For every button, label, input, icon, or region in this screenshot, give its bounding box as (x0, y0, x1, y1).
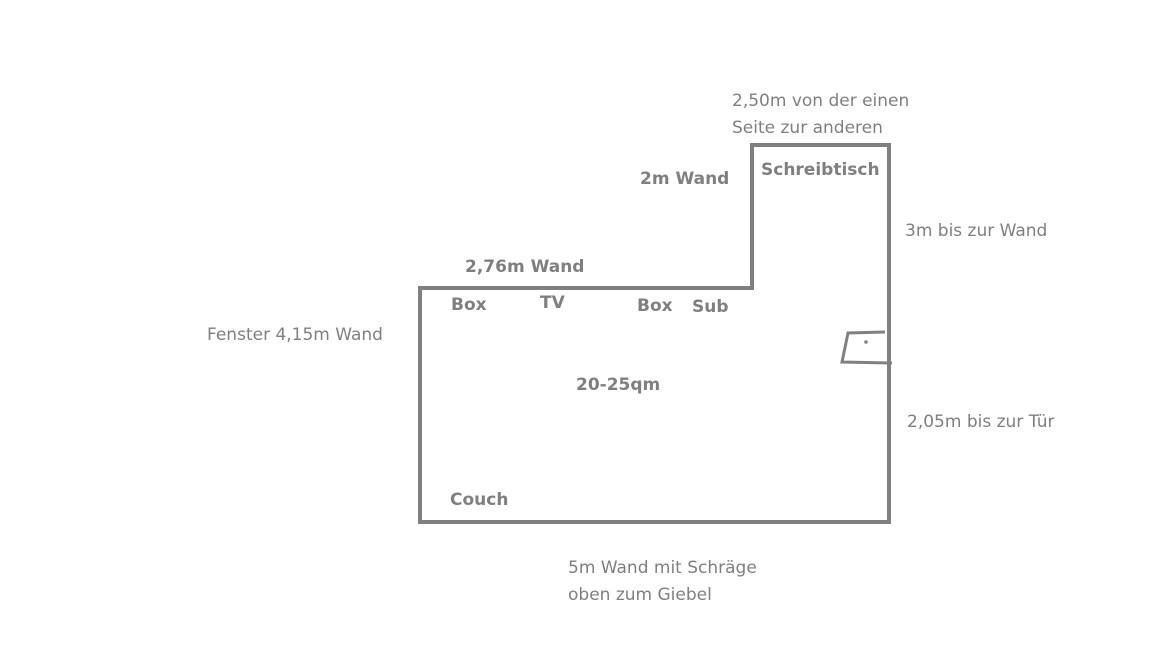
door-distance-label: 2,05m bis zur Tür (907, 412, 1055, 432)
wall-276-label: 2,76m Wand (465, 257, 585, 277)
room-walls (418, 143, 891, 524)
wall-3m-label: 3m bis zur Wand (905, 221, 1048, 241)
desk-label: Schreibtisch (761, 160, 880, 180)
bottom-wall-label: 5m Wand mit Schräge oben zum Giebel (568, 555, 757, 609)
window-wall-label: Fenster 4,15m Wand (207, 325, 383, 345)
sub-label: Sub (692, 297, 729, 317)
couch-label: Couch (450, 490, 509, 510)
desk-width-line1: 2,50m von der einen (732, 91, 910, 111)
area-label: 20-25qm (576, 375, 661, 395)
tv-label: TV (540, 293, 565, 313)
bottom-wall-line1: 5m Wand mit Schräge (568, 558, 757, 578)
wall-2m-label: 2m Wand (640, 169, 730, 189)
desk-width-line2: Seite zur anderen (732, 118, 883, 138)
door-handle-icon (840, 330, 893, 365)
box-left-label: Box (451, 295, 487, 315)
door-knob-icon (864, 340, 868, 344)
desk-width-label: 2,50m von der einen Seite zur anderen (732, 88, 909, 142)
box-right-label: Box (637, 296, 673, 316)
bottom-wall-line2: oben zum Giebel (568, 585, 712, 605)
